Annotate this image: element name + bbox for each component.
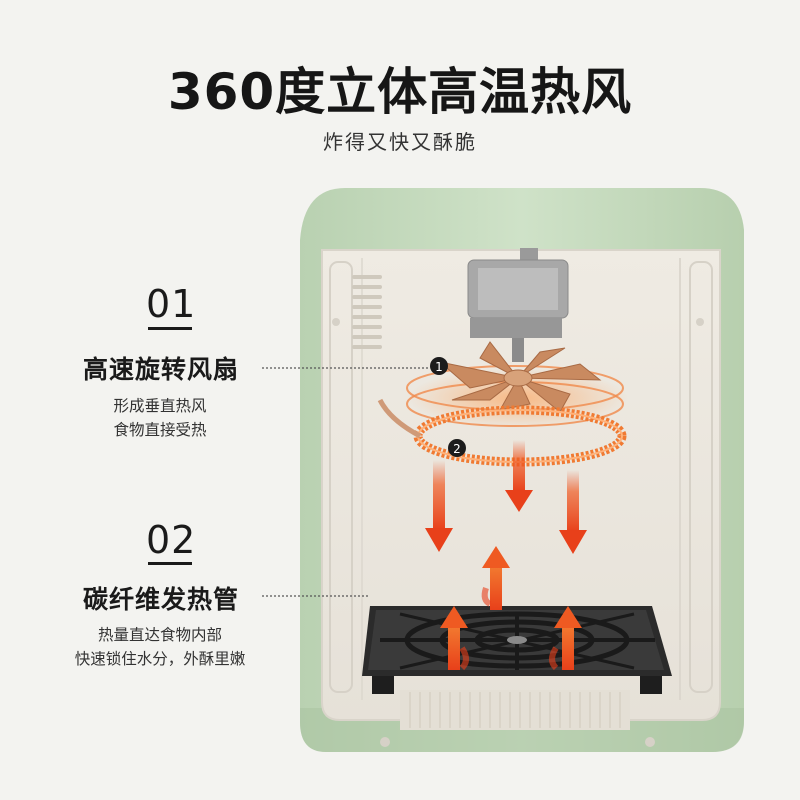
feature-title-02: 碳纤维发热管 — [83, 585, 240, 614]
feature-underline-01 — [148, 327, 192, 330]
motor-icon — [467, 248, 569, 362]
basket-grill-icon — [362, 606, 672, 694]
feature-desc-line: 快速锁住水分，外酥里嫩 — [74, 650, 246, 668]
feature-desc-line: 食物直接受热 — [113, 421, 207, 439]
feature-underline-02 — [148, 562, 192, 565]
marker-2: 2 — [448, 439, 466, 457]
marker-1: 1 — [430, 357, 448, 375]
svg-text:2: 2 — [453, 442, 461, 456]
feature-title-01: 高速旋转风扇 — [83, 355, 240, 384]
feature-number-02: 02 — [146, 518, 197, 562]
airflow-arrow-icon — [425, 440, 587, 554]
feature-number-01: 01 — [146, 282, 197, 326]
airflow-up-arrow-icon — [440, 546, 582, 671]
feature-desc-line: 形成垂直热风 — [113, 397, 207, 415]
page-subtitle: 炸得又快又酥脆 — [323, 130, 477, 154]
feature-desc-02: 热量直达食物内部 快速锁住水分，外酥里嫩 — [50, 623, 270, 671]
page-title: 360度立体高温热风 — [167, 63, 633, 121]
feature-desc-01: 形成垂直热风 食物直接受热 — [60, 394, 260, 442]
svg-text:1: 1 — [435, 360, 443, 374]
feature-desc-line: 热量直达食物内部 — [97, 626, 222, 644]
